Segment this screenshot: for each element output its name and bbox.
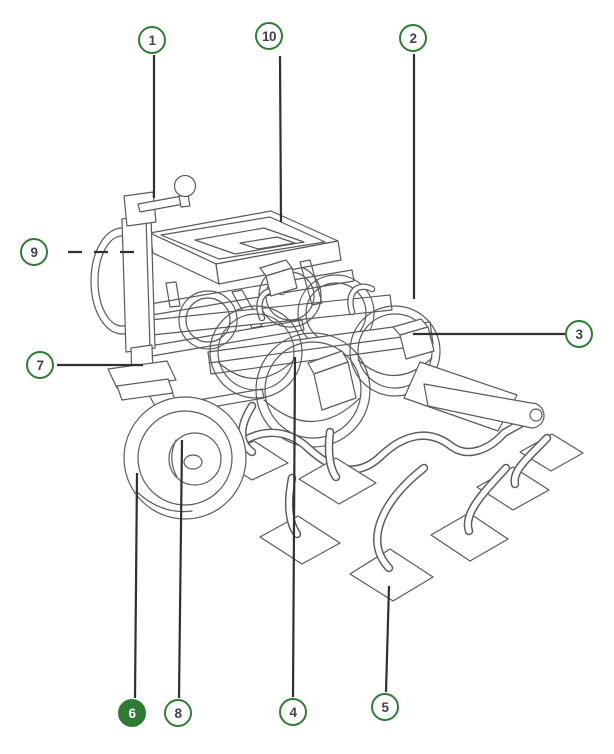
callout-5-label: 5 [381,699,389,715]
jack-assembly [108,176,196,401]
leader-line-10 [280,56,281,222]
leader-lines [57,54,565,698]
callout-3-label: 3 [575,326,583,342]
tine-shanks [242,406,547,568]
leader-line-6 [135,473,137,698]
callout-4: 4 [279,698,307,726]
callout-6: 6 [118,699,146,727]
callout-7: 7 [26,351,54,379]
callout-7-label: 7 [36,357,44,373]
callout-2-label: 2 [409,30,417,46]
leader-line-8 [179,440,182,698]
callout-9-label: 9 [30,244,38,260]
callout-10-label: 10 [261,28,277,44]
caster-wheel [124,389,246,519]
hitch-arm [424,384,544,428]
callout-8: 8 [164,699,192,727]
callout-1: 1 [138,26,166,54]
wheel-axle [184,455,202,469]
callout-2: 2 [399,24,427,52]
leader-line-4 [293,357,295,697]
callout-4-label: 4 [289,704,297,720]
leader-line-5 [386,586,389,692]
crank-knob [175,176,196,197]
callout-5: 5 [371,693,399,721]
hopper-tray [150,211,341,305]
callout-1-label: 1 [148,32,156,48]
callout-8-label: 8 [174,705,182,721]
callout-10: 10 [255,22,283,50]
callout-3: 3 [565,320,593,348]
tine-clamps [260,260,434,410]
callout-6-label: 6 [128,705,136,721]
rear-frame-tube [208,414,538,474]
callout-9: 9 [20,238,48,266]
